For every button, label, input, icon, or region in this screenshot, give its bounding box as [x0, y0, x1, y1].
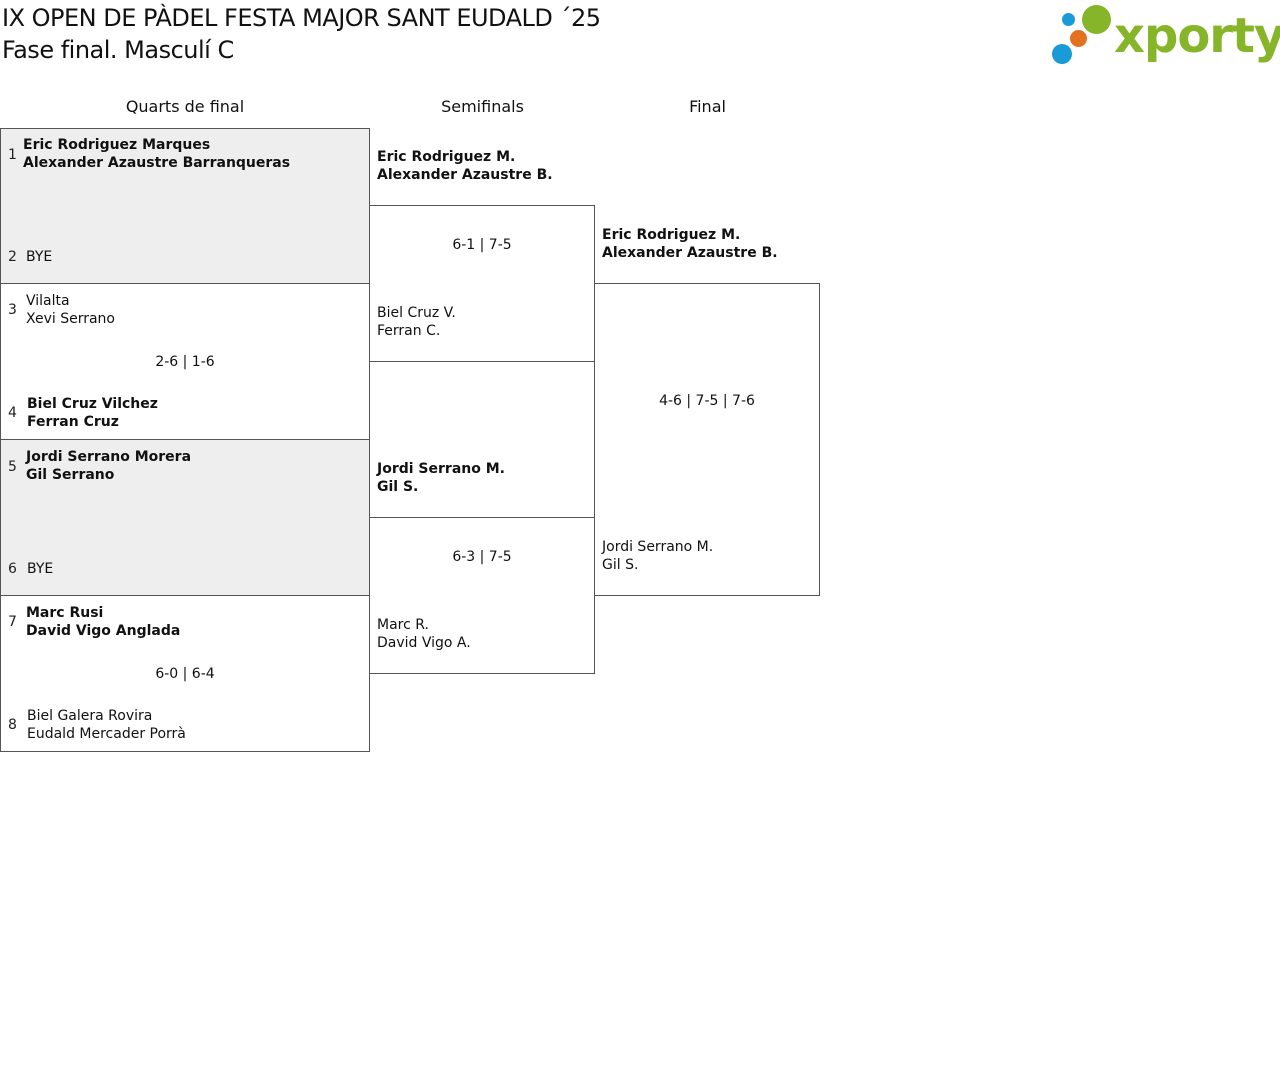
quarterfinal-match-3: 5 Jordi Serrano Morera Gil Serrano 6 BYE — [0, 439, 370, 596]
player-name: Eric Rodriguez M. — [377, 149, 516, 165]
player-name: Eric Rodriguez Marques — [23, 137, 211, 153]
player-name: David Vigo A. — [377, 635, 471, 651]
round-header-final: Final — [689, 97, 726, 116]
player-name: Ferran Cruz — [27, 414, 119, 430]
seed-number: 3 — [8, 302, 17, 318]
player-name: BYE — [26, 249, 53, 265]
team-entry: BYE — [26, 248, 52, 266]
player-name: Marc R. — [377, 617, 429, 633]
logo-dot-orange — [1070, 30, 1087, 47]
team-entry: Eric Rodriguez Marques Alexander Azaustr… — [23, 136, 290, 172]
player-name: Jordi Serrano M. — [377, 461, 505, 477]
player-name: Biel Cruz Vilchez — [27, 396, 158, 412]
seed-number: 5 — [8, 459, 17, 475]
seed-number: 7 — [8, 614, 17, 630]
tournament-title: IX OPEN DE PÀDEL FESTA MAJOR SANT EUDALD… — [2, 4, 601, 32]
seed-number: 8 — [8, 717, 17, 733]
team-entry: Marc R. David Vigo A. — [377, 616, 471, 652]
semifinal-1-top-team: Eric Rodriguez M. Alexander Azaustre B. — [377, 148, 553, 184]
player-name: Vilalta — [26, 293, 70, 309]
match-score: 6-1 | 7-5 — [452, 237, 512, 253]
match-score: 6-0 | 6-4 — [155, 666, 215, 682]
quarterfinal-match-4: 7 Marc Rusi David Vigo Anglada 6-0 | 6-4… — [0, 595, 370, 752]
semifinal-match-1: 6-1 | 7-5 Biel Cruz V. Ferran C. — [369, 205, 595, 362]
logo-wordmark: xporty — [1114, 8, 1280, 64]
player-name: Ferran C. — [377, 323, 441, 339]
page-title: IX OPEN DE PÀDEL FESTA MAJOR SANT EUDALD… — [2, 2, 601, 66]
logo-dot-green — [1082, 5, 1111, 34]
round-header-quarterfinals: Quarts de final — [125, 97, 245, 116]
player-name: Jordi Serrano Morera — [26, 449, 192, 465]
player-name: Alexander Azaustre Barranqueras — [23, 155, 291, 171]
team-entry: BYE — [27, 560, 53, 578]
phase-subtitle: Fase final. Masculí C — [2, 36, 234, 64]
player-name: Gil Serrano — [26, 467, 115, 483]
player-name: BYE — [27, 561, 54, 577]
seed-number: 6 — [8, 561, 17, 577]
player-name: Gil S. — [602, 557, 639, 573]
match-score: 6-3 | 7-5 — [452, 549, 512, 565]
player-name: Biel Cruz V. — [377, 305, 456, 321]
player-name: Eudald Mercader Porrà — [27, 726, 186, 742]
team-entry: Jordi Serrano M. Gil S. — [602, 538, 713, 574]
player-name: Gil S. — [377, 479, 419, 495]
final-top-team: Eric Rodriguez M. Alexander Azaustre B. — [602, 226, 778, 262]
team-entry: Vilalta Xevi Serrano — [26, 292, 115, 328]
quarterfinal-match-2: 3 Vilalta Xevi Serrano 2-6 | 1-6 4 Biel … — [0, 283, 370, 440]
logo-dot-blue-bottom — [1052, 44, 1072, 64]
xporty-logo: xporty — [1050, 3, 1280, 69]
team-entry: Biel Cruz V. Ferran C. — [377, 304, 456, 340]
player-name: Eric Rodriguez M. — [602, 227, 741, 243]
player-name: Alexander Azaustre B. — [377, 167, 553, 183]
semifinal-2-top-team: Jordi Serrano M. Gil S. — [377, 460, 505, 496]
semifinal-match-2: 6-3 | 7-5 Marc R. David Vigo A. — [369, 517, 595, 674]
match-score: 2-6 | 1-6 — [155, 354, 215, 370]
player-name: Jordi Serrano M. — [602, 539, 714, 555]
quarterfinal-match-1: 1 Eric Rodriguez Marques Alexander Azaus… — [0, 128, 370, 284]
round-header-semifinals: Semifinals — [441, 97, 524, 116]
logo-dot-blue-top — [1062, 13, 1075, 26]
player-name: Marc Rusi — [26, 605, 104, 621]
player-name: Biel Galera Rovira — [27, 708, 153, 724]
player-name: David Vigo Anglada — [26, 623, 181, 639]
team-entry: Biel Cruz Vilchez Ferran Cruz — [27, 395, 158, 431]
final-match: 4-6 | 7-5 | 7-6 Jordi Serrano M. Gil S. — [594, 283, 820, 596]
team-entry: Marc Rusi David Vigo Anglada — [26, 604, 180, 640]
player-name: Alexander Azaustre B. — [602, 245, 778, 261]
seed-number: 4 — [8, 405, 17, 421]
team-entry: Jordi Serrano Morera Gil Serrano — [26, 448, 191, 484]
player-name: Xevi Serrano — [26, 311, 115, 327]
seed-number: 2 — [8, 249, 17, 265]
seed-number: 1 — [8, 147, 17, 163]
match-score: 4-6 | 7-5 | 7-6 — [659, 393, 755, 409]
team-entry: Biel Galera Rovira Eudald Mercader Porrà — [27, 707, 186, 743]
